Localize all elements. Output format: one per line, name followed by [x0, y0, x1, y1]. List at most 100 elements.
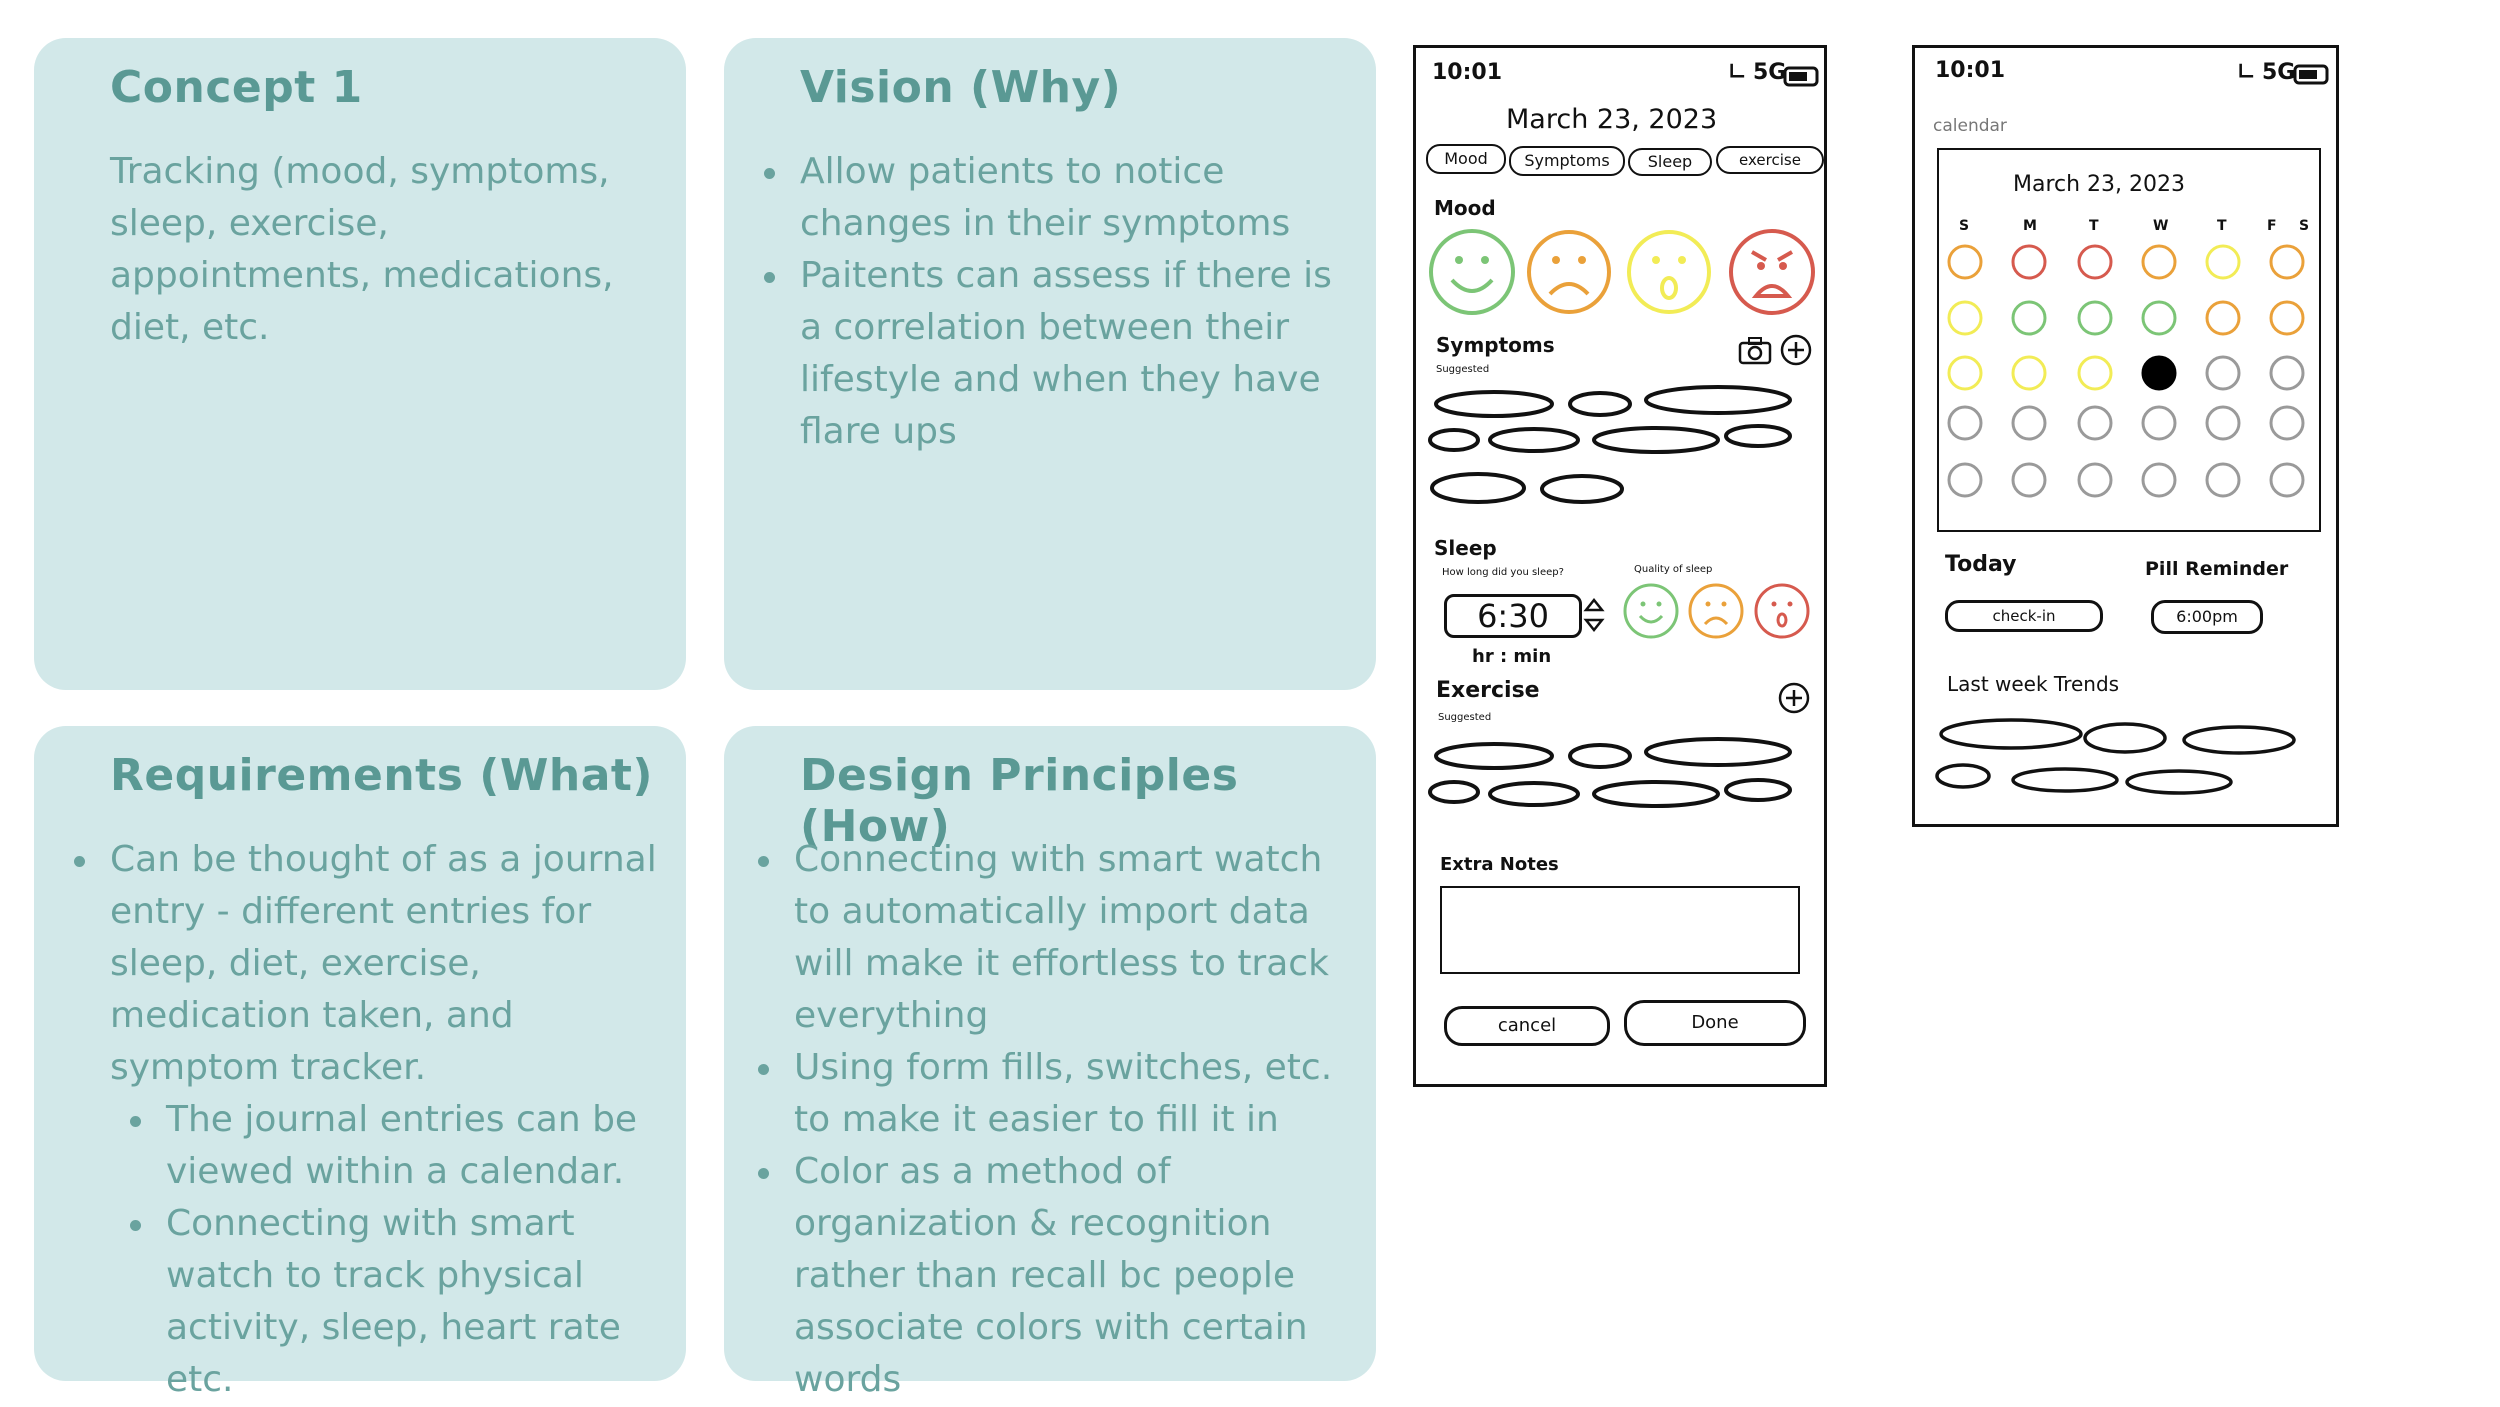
weekday-label: S: [1959, 218, 1970, 234]
calendar-day[interactable]: [2141, 462, 2177, 498]
design-list: Connecting with smart watch to automatic…: [754, 834, 1364, 1406]
requirements-list: Can be thought of as a journal entry - d…: [70, 834, 670, 1406]
design-bullet: Using form fills, switches, etc. to make…: [754, 1042, 1364, 1146]
symptom-chip[interactable]: [1644, 385, 1792, 415]
check-in-button[interactable]: check-in: [1945, 600, 2103, 632]
calendar-day[interactable]: [2269, 244, 2305, 280]
calendar-day[interactable]: [2205, 462, 2241, 498]
symptom-chip[interactable]: [1434, 390, 1554, 418]
symptom-chip[interactable]: [1428, 428, 1480, 452]
sleep-awake-icon[interactable]: [1754, 583, 1810, 639]
calendar-day[interactable]: [2269, 405, 2305, 441]
calendar-day[interactable]: [2077, 244, 2113, 280]
symptoms-label: Symptoms: [1436, 333, 1555, 357]
calendar-sketch: 10:01 ∟ 5G calendar March 23, 2023 S M T…: [1912, 45, 2339, 827]
trend-chip[interactable]: [2011, 767, 2119, 793]
calendar-day[interactable]: [2205, 244, 2241, 280]
trend-chip[interactable]: [2182, 725, 2296, 755]
calendar-day[interactable]: [2077, 300, 2113, 336]
battery-icon: [1783, 66, 1819, 87]
sleep-unit-label: hr : min: [1472, 646, 1552, 667]
design-bullet: Color as a method of organization & reco…: [754, 1146, 1364, 1406]
weekday-label: F: [2267, 218, 2277, 234]
trend-chip[interactable]: [2125, 769, 2233, 795]
exercise-chip[interactable]: [1428, 780, 1480, 804]
exercise-suggested-label: Suggested: [1438, 712, 1492, 723]
exercise-chip[interactable]: [1488, 781, 1580, 807]
trend-chip[interactable]: [1935, 763, 1991, 789]
calendar-day[interactable]: [2077, 405, 2113, 441]
sleep-good-icon[interactable]: [1623, 583, 1679, 639]
trend-chip[interactable]: [2083, 722, 2167, 754]
calendar-day[interactable]: [2077, 355, 2113, 391]
status-time: 10:01: [1935, 58, 2006, 83]
calendar-day[interactable]: [2269, 355, 2305, 391]
symptom-chip[interactable]: [1724, 424, 1792, 448]
symptom-chip[interactable]: [1488, 427, 1580, 453]
tab-symptoms[interactable]: Symptoms: [1509, 146, 1625, 176]
notes-textarea[interactable]: [1440, 886, 1800, 974]
done-button[interactable]: Done: [1624, 1000, 1806, 1046]
calendar-day[interactable]: [2205, 355, 2241, 391]
symptoms-suggested-label: Suggested: [1436, 364, 1490, 375]
vision-bullet: Paitents can assess if there is a correl…: [760, 250, 1350, 458]
calendar-day[interactable]: [2141, 244, 2177, 280]
pill-time-button[interactable]: 6:00pm: [2151, 600, 2263, 634]
calendar-day[interactable]: [1947, 244, 1983, 280]
requirements-card: Requirements (What) Can be thought of as…: [34, 726, 686, 1400]
signal-icon: ∟: [1728, 60, 1747, 85]
calendar-day[interactable]: [2011, 462, 2047, 498]
cancel-button[interactable]: cancel: [1444, 1006, 1610, 1046]
sleep-bad-icon[interactable]: [1688, 583, 1744, 639]
tab-exercise[interactable]: exercise: [1716, 146, 1824, 174]
calendar-day[interactable]: [2269, 462, 2305, 498]
calendar-day[interactable]: [1947, 355, 1983, 391]
weekday-label: W: [2153, 218, 2169, 234]
exercise-chip[interactable]: [1724, 778, 1792, 802]
calendar-day[interactable]: [1947, 405, 1983, 441]
weekday-label: S: [2299, 218, 2310, 234]
sleep-duration-input[interactable]: 6:30: [1444, 594, 1582, 638]
calendar-day[interactable]: [2011, 405, 2047, 441]
vision-card: Vision (Why) Allow patients to notice ch…: [724, 38, 1376, 690]
exercise-chip[interactable]: [1644, 737, 1792, 767]
tab-mood[interactable]: Mood: [1426, 144, 1506, 174]
status-time: 10:01: [1432, 60, 1503, 85]
trend-chip[interactable]: [1939, 718, 2083, 750]
calendar-day[interactable]: [2077, 462, 2113, 498]
mood-happy-icon[interactable]: [1429, 229, 1515, 315]
add-symptom-icon[interactable]: [1780, 334, 1812, 366]
weekday-label: T: [2089, 218, 2099, 234]
calendar-day[interactable]: [2011, 355, 2047, 391]
mood-sad-icon[interactable]: [1527, 230, 1611, 314]
calendar-day[interactable]: [1947, 300, 1983, 336]
trends-label: Last week Trends: [1947, 672, 2120, 696]
mood-angry-icon[interactable]: [1729, 229, 1815, 315]
symptom-chip[interactable]: [1592, 426, 1720, 454]
calendar-day[interactable]: [1947, 462, 1983, 498]
exercise-chip[interactable]: [1434, 742, 1554, 770]
calendar-day[interactable]: [2011, 244, 2047, 280]
calendar-day[interactable]: [2269, 300, 2305, 336]
sleep-question: How long did you sleep?: [1442, 567, 1564, 578]
calendar-day[interactable]: [2141, 405, 2177, 441]
exercise-chip[interactable]: [1592, 780, 1720, 808]
calendar-day-selected[interactable]: [2141, 355, 2177, 391]
tab-sleep[interactable]: Sleep: [1628, 148, 1712, 176]
exercise-chip[interactable]: [1568, 743, 1632, 769]
calendar-day[interactable]: [2205, 405, 2241, 441]
calendar-day[interactable]: [2205, 300, 2241, 336]
add-exercise-icon[interactable]: [1778, 682, 1810, 714]
concept-title: Concept 1: [110, 62, 363, 113]
camera-icon[interactable]: [1738, 337, 1772, 365]
today-label: Today: [1945, 552, 2017, 577]
symptom-chip[interactable]: [1568, 391, 1632, 417]
calendar-day[interactable]: [2011, 300, 2047, 336]
symptom-chip[interactable]: [1540, 474, 1624, 504]
mood-surprised-icon[interactable]: [1627, 230, 1711, 314]
sleep-stepper-icon[interactable]: [1583, 597, 1605, 633]
requirements-bullet: Can be thought of as a journal entry - d…: [70, 834, 670, 1094]
symptom-chip[interactable]: [1430, 472, 1526, 504]
calendar-day[interactable]: [2141, 300, 2177, 336]
design-principles-card: Design Principles (How) Connecting with …: [724, 726, 1376, 1400]
